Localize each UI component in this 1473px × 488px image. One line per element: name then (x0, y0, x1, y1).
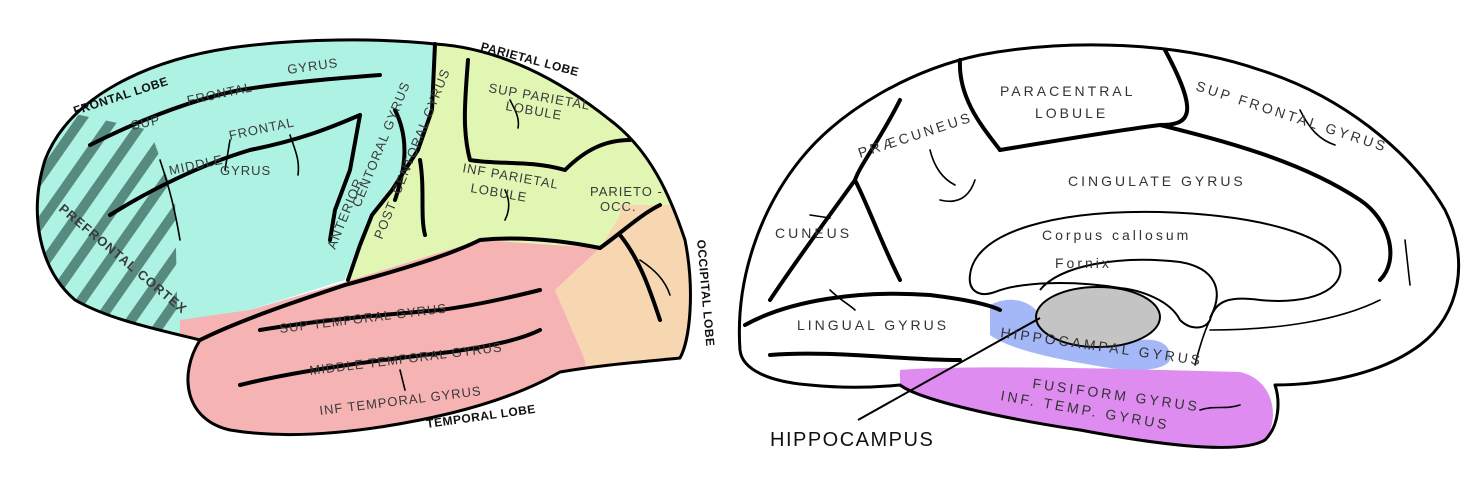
fornix-label: Fornix (1055, 255, 1112, 271)
gyrus-top-label: GYRUS (286, 55, 339, 77)
cingulate-label: CINGULATE GYRUS (1068, 173, 1246, 189)
fusiform-gyrus-region (900, 367, 1273, 448)
occ-label: OCC. (600, 199, 637, 214)
hippocampus-callout-label: HIPPOCAMPUS (770, 429, 934, 451)
occipital-lobe-label: OCCIPITAL LOBE (694, 239, 717, 347)
fornix-outline (1039, 258, 1218, 319)
sup-label: SUP (130, 112, 162, 133)
parieto-label: PARIETO - (590, 184, 663, 199)
paracentral-label: PARACENTRAL (1000, 83, 1135, 99)
lateral-sulci (88, 42, 671, 391)
lateral-view: FRONTAL LOBE PARIETAL LOBE OCCIPITAL LOB… (35, 38, 717, 436)
hippocampus-callout-line (857, 317, 1041, 421)
corpus-callosum-label: Corpus callosum (1042, 227, 1191, 243)
gyrus-mid-label: GYRUS (220, 163, 271, 178)
thalamus-shape (1035, 286, 1161, 348)
medial-view: PARACENTRAL LOBULE PRÆCUNEUS SUP FRONTAL… (737, 43, 1461, 451)
corpus-callosum-outline (968, 210, 1342, 329)
cuneus-label: CUNEUS (775, 225, 852, 241)
medial-outline (737, 43, 1461, 449)
lingual-label: LINGUAL GYRUS (797, 317, 949, 333)
lobule-label: LOBULE (1035, 105, 1108, 121)
medial-sulci (743, 48, 1411, 411)
